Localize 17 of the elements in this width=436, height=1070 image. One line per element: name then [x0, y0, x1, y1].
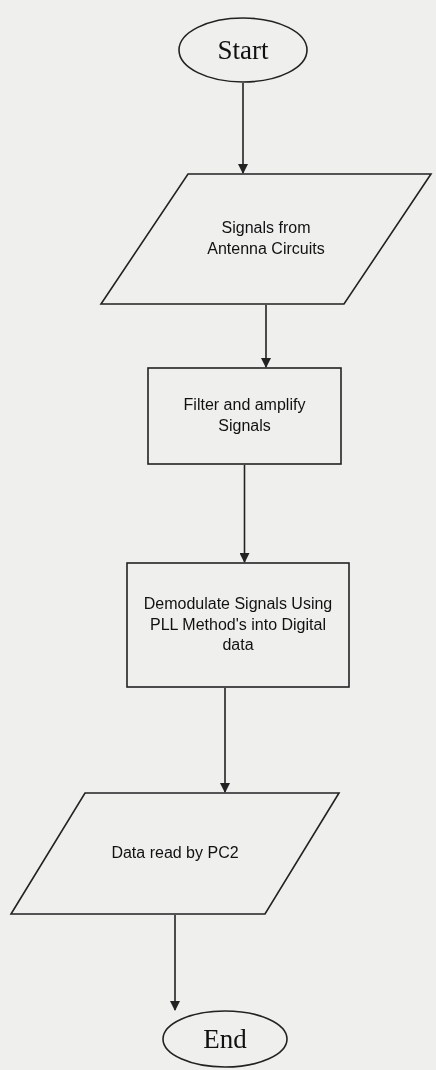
node-label: Data read by PC2 — [111, 843, 239, 864]
input-output-parallelogram — [10, 792, 340, 915]
arrow — [220, 687, 230, 793]
process-box — [126, 562, 350, 688]
arrow — [238, 82, 248, 174]
arrow — [261, 304, 271, 368]
arrow — [239, 464, 250, 563]
node-label: Signals from Antenna Circuits — [206, 218, 326, 259]
node-label: End — [203, 1023, 247, 1055]
node-label: Demodulate Signals Using PLL Method's into Digital data — [142, 593, 334, 656]
process-box — [147, 367, 342, 465]
node-label: Filter and amplify Signals — [182, 395, 307, 436]
node-label: Start — [217, 34, 269, 66]
end-terminal — [162, 1010, 288, 1068]
input-output-parallelogram — [100, 173, 432, 305]
start-terminal — [178, 17, 308, 83]
arrow — [170, 914, 180, 1011]
